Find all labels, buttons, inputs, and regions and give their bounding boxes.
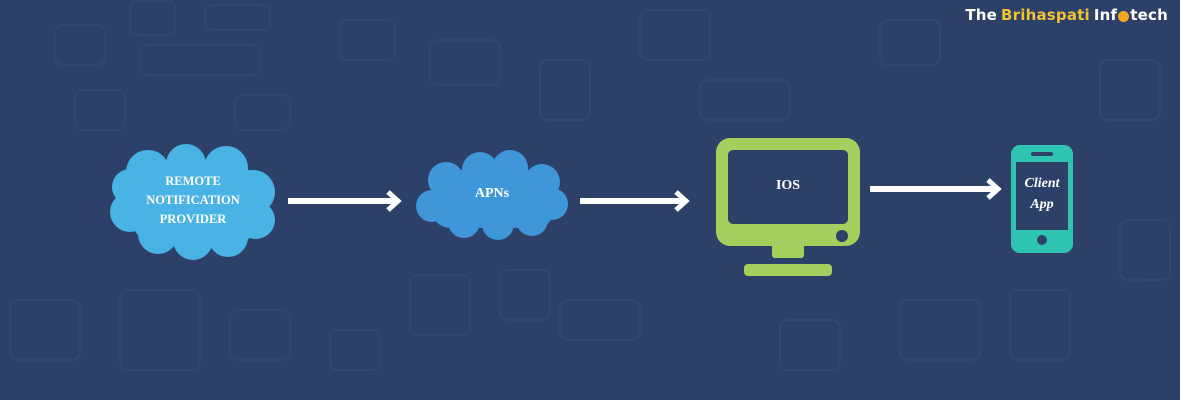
ios-label: IOS (775, 178, 801, 193)
brand-suffix-end: tech (1130, 6, 1168, 24)
remote-notification-provider-node: REMOTE NOTIFICATION PROVIDER (108, 142, 278, 260)
apns-node: APNs (414, 148, 570, 240)
client-app-phone-node: Client App (1011, 145, 1073, 253)
ios-monitor-node: IOS (716, 138, 862, 278)
provider-label-line-1: REMOTE (165, 174, 221, 188)
arrow-provider-to-apns (288, 190, 402, 212)
client-label-line-2: App (1030, 197, 1054, 212)
cloud-icon (416, 150, 568, 240)
brand-highlight: Brihaspati (1001, 6, 1090, 24)
arrow-ios-to-client (870, 178, 1002, 200)
client-label-line-1: Client (1024, 176, 1060, 191)
apns-label: APNs (474, 186, 510, 201)
smartphone-icon (1011, 145, 1073, 253)
provider-label-line-3: PROVIDER (159, 212, 227, 226)
brand-prefix: The (965, 6, 998, 24)
brand-suffix-start: Inf (1093, 6, 1118, 24)
cloud-icon (110, 144, 275, 260)
provider-label-line-2: NOTIFICATION (146, 193, 240, 207)
globe-icon (1118, 10, 1130, 22)
brand-logo: The Brihaspati Inf tech (965, 6, 1168, 24)
arrow-apns-to-ios (580, 190, 690, 212)
monitor-icon (716, 138, 860, 276)
